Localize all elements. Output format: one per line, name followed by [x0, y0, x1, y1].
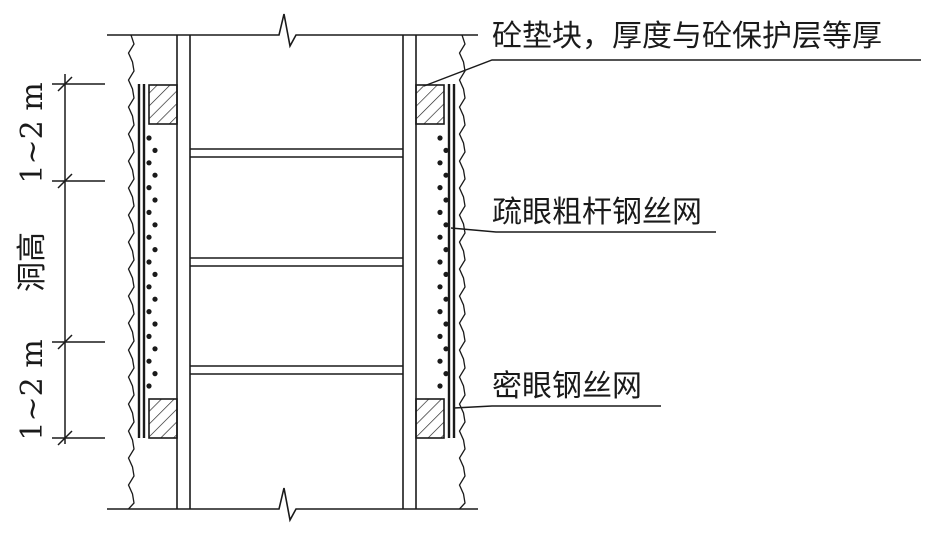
right-coarse-mesh-dots — [437, 135, 449, 389]
right-mesh-dot — [437, 309, 443, 315]
cross-bar-2 — [190, 257, 403, 267]
right-mesh — [447, 84, 456, 438]
label-concrete-pad: 砼垫块，厚度与砼保护层等厚 — [492, 19, 882, 54]
leader-lines — [423, 59, 921, 409]
left-mesh-dot — [146, 259, 152, 265]
right-mesh-dot — [437, 358, 443, 364]
left-mesh-dot — [146, 284, 152, 290]
cross-bar-3 — [190, 365, 403, 375]
left-mesh-dot — [146, 309, 152, 315]
right-mesh-dot — [443, 371, 449, 377]
right-mesh-dot — [443, 346, 449, 352]
right-soil-edge — [458, 34, 466, 510]
label-fine-mesh: 密眼钢丝网 — [492, 369, 642, 404]
concrete-pad-top-left — [148, 84, 178, 125]
leader-coarse-mesh — [450, 227, 716, 233]
right-mesh-dot — [443, 321, 449, 327]
left-soil-edge — [127, 34, 135, 510]
top-boundary — [107, 13, 478, 49]
right-mesh-dot — [437, 333, 443, 339]
left-mesh-dot — [152, 296, 158, 302]
left-mesh-dot — [152, 371, 158, 377]
left-mesh-dot — [146, 333, 152, 339]
left-mesh-dot — [146, 185, 152, 191]
left-mesh-dot — [152, 172, 158, 178]
concrete-pad-bottom-right — [415, 398, 445, 439]
right-mesh-dot — [437, 259, 443, 265]
left-coarse-mesh-dots — [146, 135, 158, 389]
concrete-pad-top-right — [415, 84, 445, 125]
dimension-middle: 洞高 — [15, 232, 50, 292]
left-mesh-dot — [146, 209, 152, 215]
right-mesh-dot — [443, 172, 449, 178]
right-mesh-dot — [443, 247, 449, 253]
right-mesh-dot — [443, 197, 449, 203]
dimension-upper: 1~2 m — [15, 82, 50, 183]
right-mesh-dot — [437, 383, 443, 389]
cross-bar-1 — [190, 148, 403, 158]
left-mesh-dot — [146, 160, 152, 166]
left-mesh-dot — [146, 135, 152, 141]
right-mesh-dot — [437, 234, 443, 240]
right-mesh-dot — [443, 296, 449, 302]
dimension-line — [52, 74, 105, 446]
left-mesh-dot — [152, 222, 158, 228]
left-vertical-members — [176, 35, 191, 509]
right-mesh-dot — [443, 271, 449, 277]
label-coarse-mesh: 疏眼粗杆钢丝网 — [492, 195, 702, 230]
right-mesh-dot — [437, 284, 443, 290]
dimension-lower: 1~2 m — [15, 339, 50, 440]
left-mesh-dot — [146, 234, 152, 240]
right-mesh-dot — [437, 185, 443, 191]
concrete-pad-bottom-left — [148, 398, 178, 439]
leader-concrete-pad — [423, 59, 921, 87]
right-vertical-members — [402, 35, 417, 509]
leader-fine-mesh — [453, 405, 661, 409]
left-mesh-dot — [152, 346, 158, 352]
left-mesh-dot — [152, 247, 158, 253]
bottom-boundary — [107, 487, 478, 523]
left-mesh — [137, 84, 146, 438]
right-mesh-dot — [437, 160, 443, 166]
left-mesh-dot — [152, 321, 158, 327]
left-mesh-dot — [152, 147, 158, 153]
left-mesh-dot — [146, 358, 152, 364]
left-mesh-dot — [152, 271, 158, 277]
right-mesh-dot — [443, 222, 449, 228]
left-mesh-dot — [152, 197, 158, 203]
left-mesh-dot — [146, 383, 152, 389]
right-mesh-dot — [437, 135, 443, 141]
right-mesh-dot — [443, 147, 449, 153]
right-mesh-dot — [437, 209, 443, 215]
